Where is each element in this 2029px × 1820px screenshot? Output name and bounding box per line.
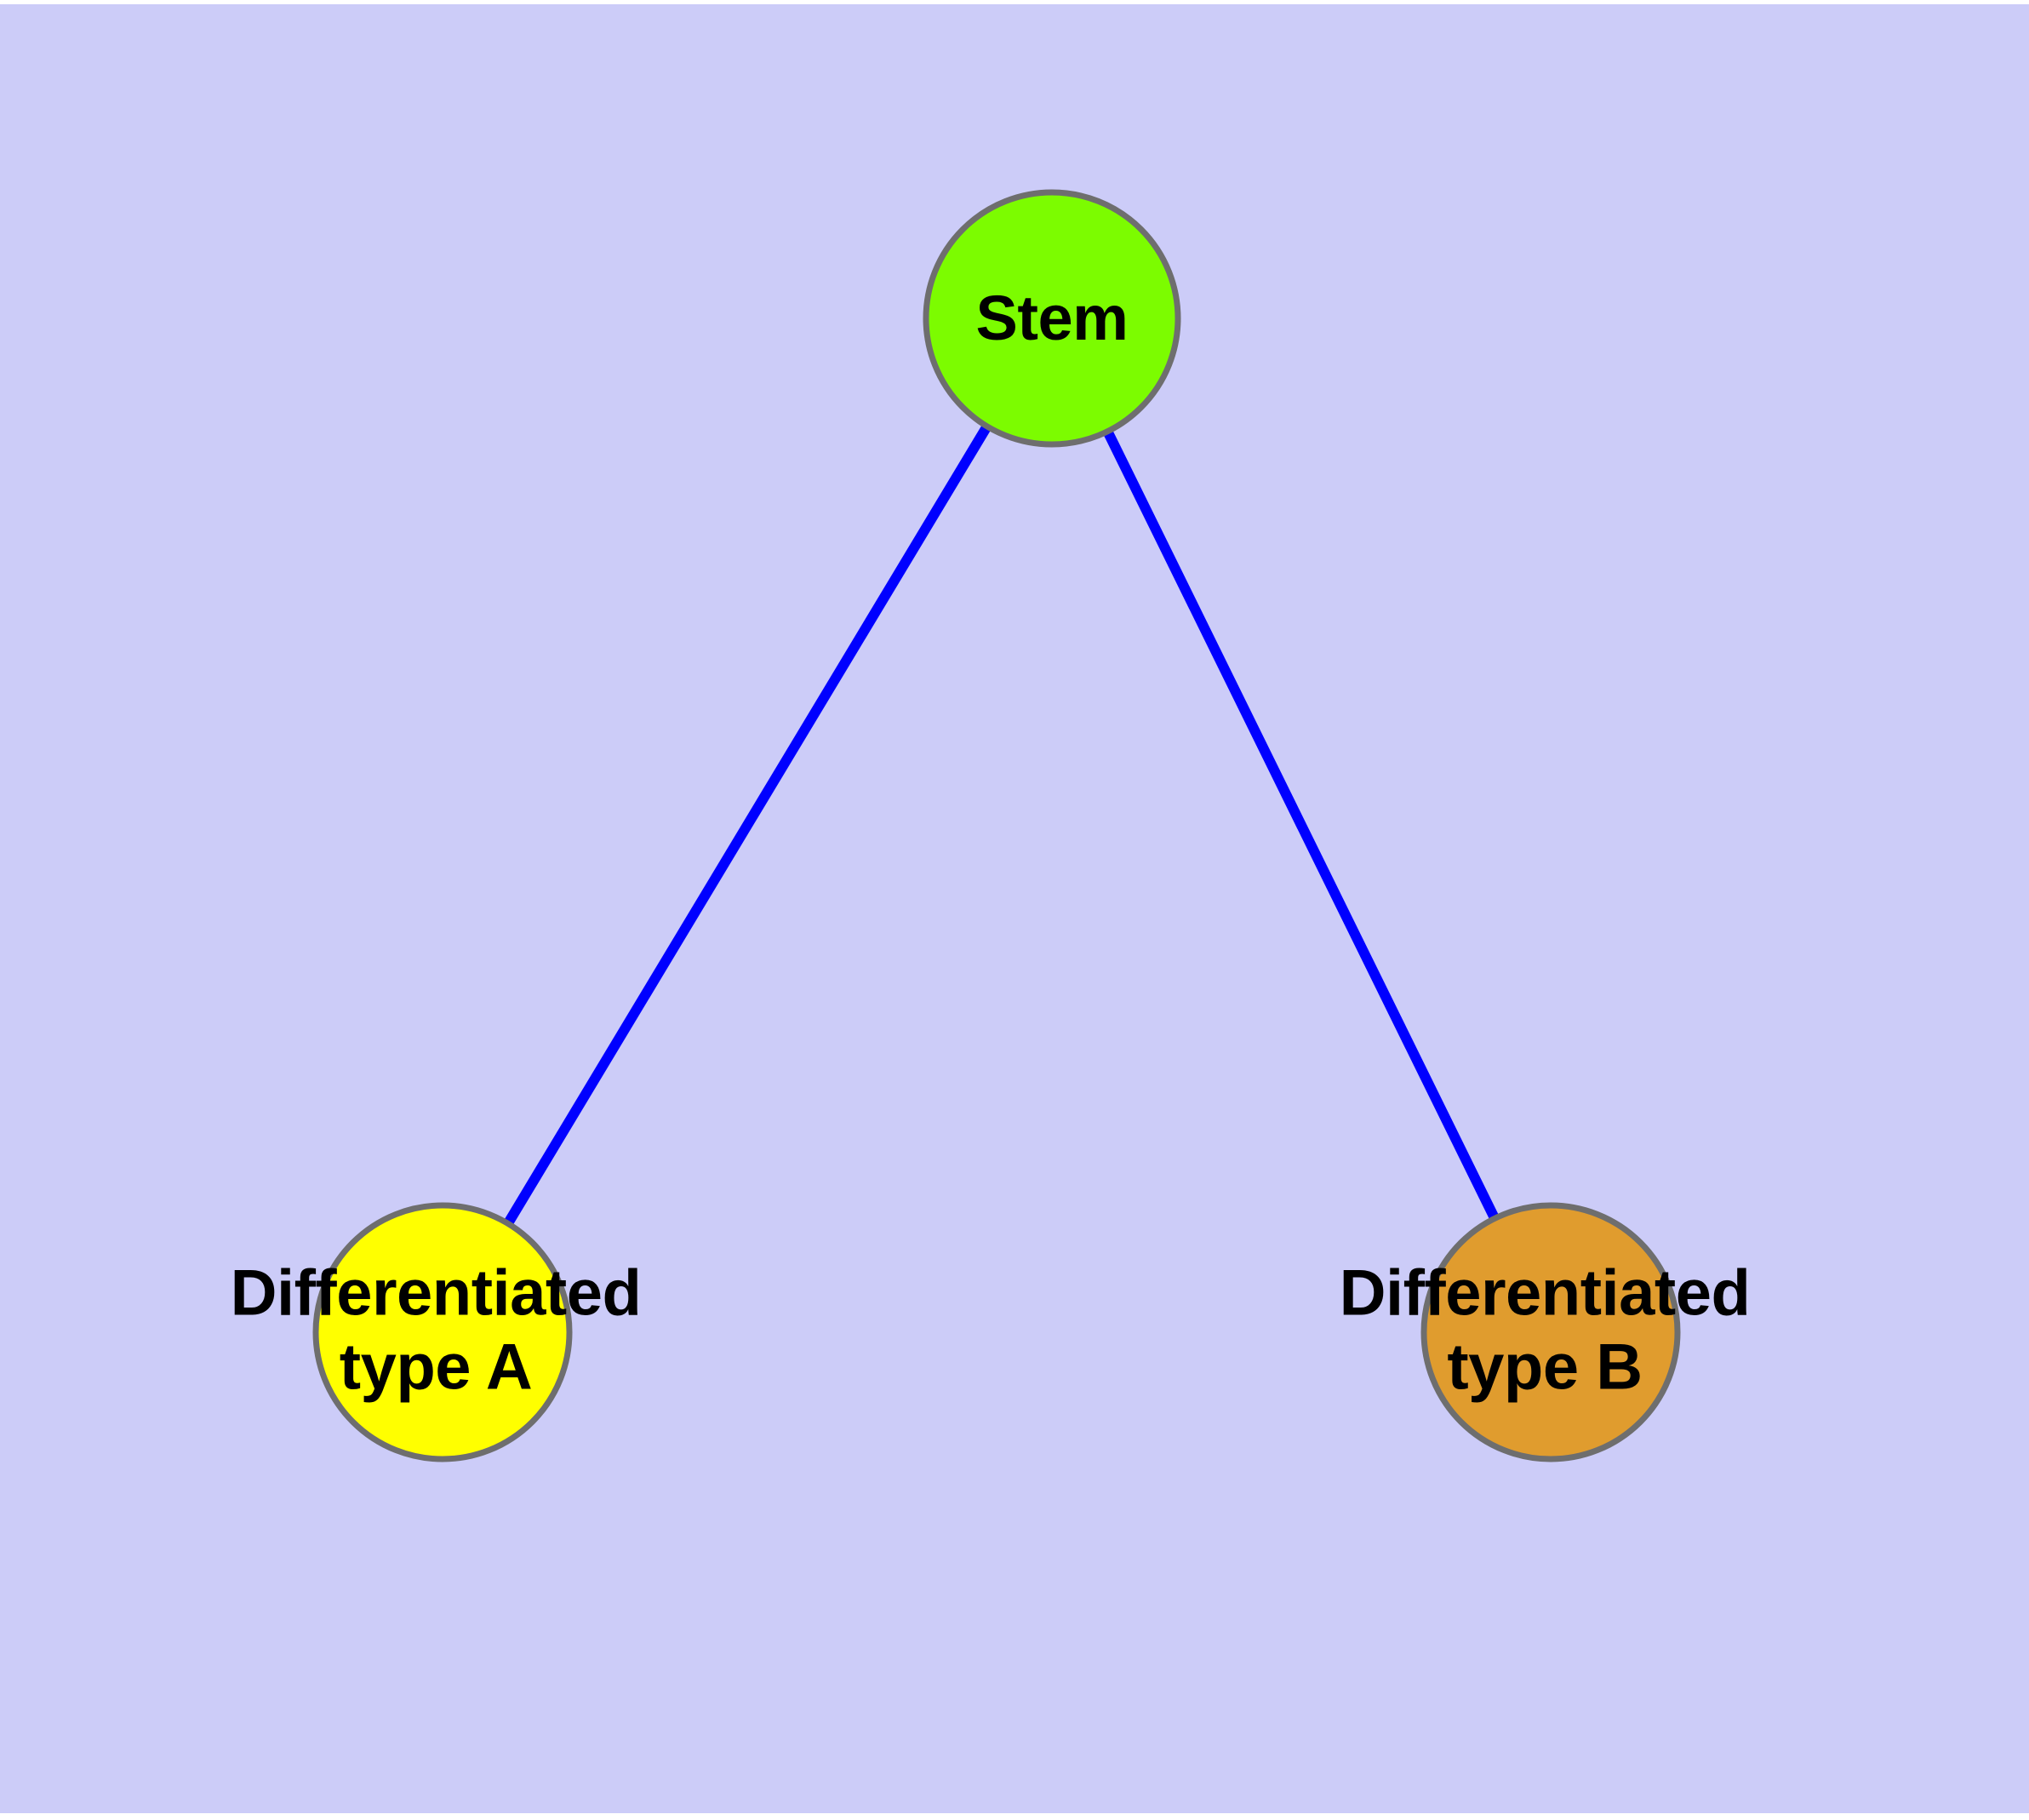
node-layer — [312, 189, 1681, 1462]
node-diff-type-a[interactable] — [312, 1202, 573, 1462]
edge-stem-to-type-a — [437, 315, 1057, 1336]
node-stem[interactable] — [923, 189, 1181, 448]
edge-layer — [437, 315, 1556, 1336]
edge-stem-to-type-b — [1047, 316, 1556, 1335]
node-diff-type-b[interactable] — [1420, 1202, 1681, 1462]
